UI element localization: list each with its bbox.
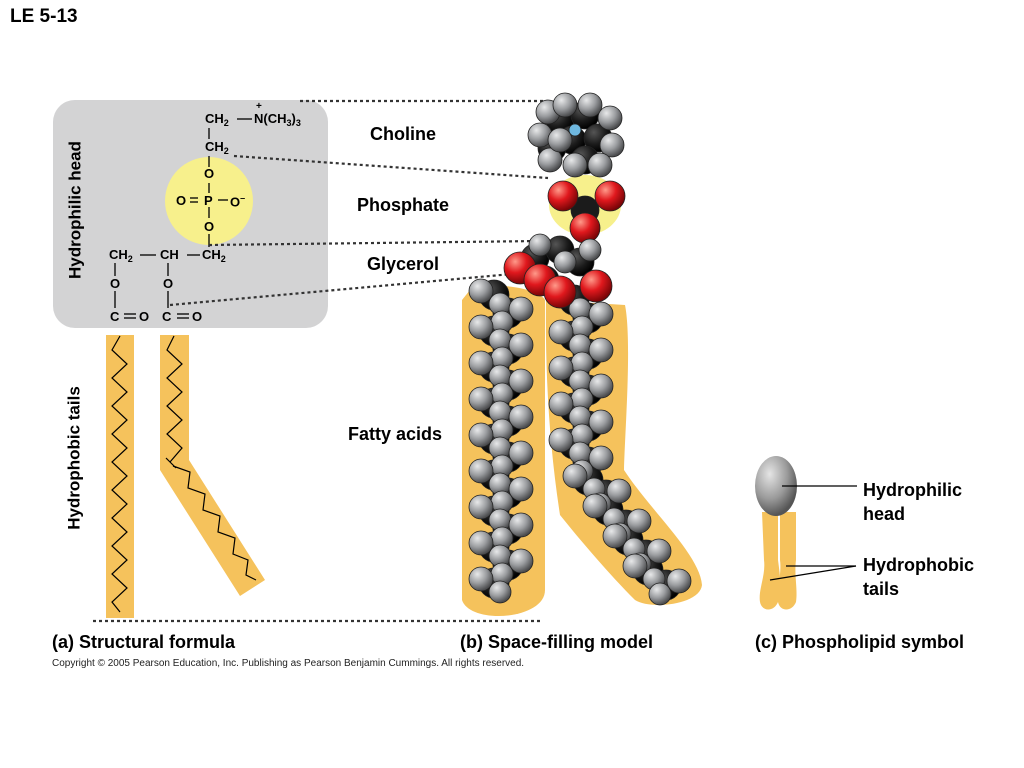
choline-hydrogen-atom [537, 147, 563, 173]
right-tail-hydrogen-atom [548, 391, 574, 417]
ester-o-left: O [110, 276, 121, 291]
phosphate-highlight [165, 157, 253, 245]
left-tail-hydrogen-atom [468, 494, 494, 520]
choline-hydrogen-atom [547, 127, 573, 153]
choline-label: Choline [370, 124, 436, 144]
left-tail-hydrogen-atom [508, 332, 534, 358]
left-tail-hydrogen-atom [468, 386, 494, 412]
left-tail-hydrogen-atom [508, 368, 534, 394]
left-tail-hydrogen-atom [468, 530, 494, 556]
tail-right-zigzag [166, 335, 183, 463]
nitrogen-atom [568, 123, 582, 137]
phosphate-oxygen-atom [569, 212, 601, 244]
carbonyl-o-left: O [139, 309, 150, 324]
glycerol-ch-mid: CH [160, 247, 179, 262]
copyright-notice: Copyright © 2005 Pearson Education, Inc.… [52, 658, 525, 669]
tail-left-orange [106, 335, 134, 618]
ester-oxygen-atom [579, 269, 613, 303]
ch2-mid-label: CH2 [205, 139, 229, 156]
carbonyl-c-left: C [110, 309, 120, 324]
left-tail-hydrogen-atom [508, 548, 534, 574]
caption-b: (b) Space-filling model [460, 632, 654, 652]
phosphate-o-top: O [204, 166, 215, 181]
structural-bonds [114, 118, 252, 319]
right-tail-hydrogen-atom [588, 301, 614, 327]
right-tail-hydrogen-atom [606, 478, 632, 504]
right-tail-hydrogen-atom [588, 337, 614, 363]
tail-right-orange [160, 335, 265, 596]
right-tail-hydrogen-atom [602, 523, 628, 549]
glycerol-ch2-right: CH2 [202, 247, 226, 264]
glycerol-label: Glycerol [367, 254, 440, 274]
right-tail-hydrogen-atom [646, 538, 672, 564]
space-filling-atoms [468, 92, 692, 606]
symbol-head [755, 456, 797, 516]
ester-o-right: O [163, 276, 174, 291]
symbol-tails-label: Hydrophobic tails [863, 555, 974, 599]
right-tail-hydrogen-atom [548, 355, 574, 381]
symbol-leader-lines [769, 485, 857, 581]
connector-lines [93, 99, 549, 623]
left-tail-hydrogen-atom [468, 278, 494, 304]
right-tail-hydrogen-atom [622, 553, 648, 579]
carbonyl-o-right: O [192, 309, 203, 324]
left-tail-hydrogen-atom [468, 566, 494, 592]
right-tail-hydrogen-atom [666, 568, 692, 594]
phosphate-label: Phosphate [357, 195, 450, 215]
glycerol-hydrogen-atom [528, 233, 552, 257]
right-tail-hydrogen-atom [582, 493, 608, 519]
right-tail-hydrogen-atom [548, 427, 574, 453]
left-tail-hydrogen-atom [468, 458, 494, 484]
left-tail-hydrogen-atom [508, 512, 534, 538]
symbol-tail-left [759, 512, 781, 610]
right-tail-hydrogen-atom [588, 373, 614, 399]
glycerol-hydrogen-atom [553, 250, 577, 274]
symbol-head-label: Hydrophilic head [863, 480, 963, 524]
carbonyl-c-right: C [162, 309, 172, 324]
choline-hydrogen-atom [599, 132, 625, 158]
fatty-acids-label: Fatty acids [348, 424, 443, 444]
phosphate-oxygen-atom [547, 180, 579, 212]
ester-oxygen-atom [543, 275, 577, 309]
left-tail-hydrogen-atom [508, 404, 534, 430]
choline-hydrogen-atom [597, 105, 623, 131]
tail-right-kinked-zigzag [172, 465, 257, 581]
glycerol-hydrogen-atom [578, 238, 602, 262]
choline-hydrogen-atom [552, 92, 578, 118]
phosphate-o-bottom: O [204, 219, 215, 234]
left-tail-hydrogen-atom [488, 580, 512, 604]
left-tail-hydrogen-atom [468, 350, 494, 376]
choline-hydrogen-atom [577, 92, 603, 118]
phosphate-o-double: O [176, 193, 187, 208]
caption-c: (c) Phospholipid symbol [755, 632, 965, 652]
right-tail-hydrogen-atom [548, 319, 574, 345]
symbol-tail-right [777, 512, 797, 610]
right-tail-hydrogen-atom [588, 445, 614, 471]
hydrophilic-head-side-label: Hydrophilic head [65, 141, 85, 279]
right-tail-hydrogen-atom [648, 582, 672, 606]
left-tail-hydrogen-atom [508, 440, 534, 466]
n-methyl-label: N(CH3)3 [254, 111, 301, 128]
phosphorus-label: P [204, 193, 213, 208]
caption-a: (a) Structural formula [52, 632, 236, 652]
figure-title: LE 5-13 [10, 6, 78, 27]
left-tail-hydrogen-atom [468, 422, 494, 448]
phosphate-oxygen-atom [594, 180, 626, 212]
left-tail-hydrogen-atom [508, 476, 534, 502]
choline-hydrogen-atom [562, 152, 588, 178]
n-charge: + [256, 101, 262, 112]
right-tail-hydrogen-atom [562, 463, 588, 489]
phosphate-o-minus: O– [230, 193, 246, 210]
ch2-top-label: CH2 [205, 111, 229, 128]
right-tail-hydrogen-atom [588, 409, 614, 435]
right-tail-hydrogen-atom [626, 508, 652, 534]
left-tail-hydrogen-atom [468, 314, 494, 340]
glycerol-ch2-left: CH2 [109, 247, 133, 264]
hydrophobic-tails-side-label: Hydrophobic tails [64, 386, 84, 530]
choline-hydrogen-atom [587, 152, 613, 178]
left-tail-hydrogen-atom [508, 296, 534, 322]
tail-left-zigzag [111, 335, 128, 613]
